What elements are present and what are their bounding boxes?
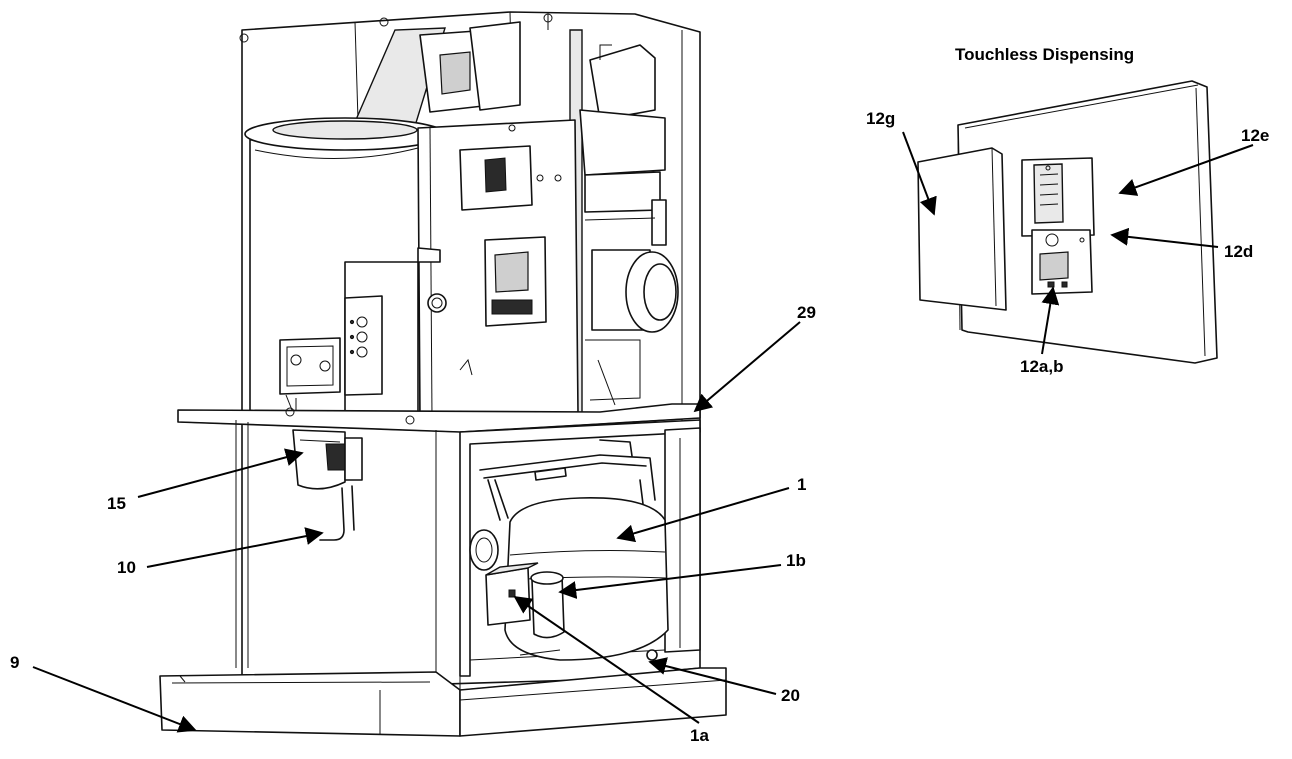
callout-9: 9 [10,653,19,672]
callout-12ab: 12a,b [1020,357,1063,376]
dispenser-machine-drawing [159,11,727,737]
start-capacitor [530,571,565,639]
arrow-12g [902,131,937,216]
arrow-1b [558,564,782,599]
callout-15: 15 [107,494,126,513]
dispense-lever [319,485,355,541]
control-box [417,119,579,419]
switch-panel [344,261,419,421]
mounting-foot [646,649,658,661]
arrow-12ab [1041,286,1060,355]
callout-12e: 12e [1241,126,1269,145]
arrow-10 [146,527,324,568]
arrow-12d [1110,227,1219,248]
arrow-1a [513,595,700,724]
callout-labels: 12g 12e 12d 12a,b 29 1 1b 15 10 9 20 1a [10,109,1269,745]
callout-10: 10 [117,558,136,577]
callout-1a: 1a [690,726,709,745]
callout-12d: 12d [1224,242,1253,261]
dispense-chute [292,429,363,490]
cover-12g [917,147,1007,311]
arrow-12e [1118,144,1254,196]
arrow-9 [32,666,197,733]
callout-29: 29 [797,303,816,322]
arrow-29 [693,321,801,413]
touchless-panel-drawing [917,80,1218,364]
arrow-1 [616,487,790,543]
arrow-15 [137,448,304,498]
callout-1: 1 [797,475,806,494]
callout-12g: 12g [866,109,895,128]
fan-motor [584,171,679,406]
leader-arrows [32,131,1254,733]
drip-tray-base [159,667,727,737]
mount-plate [279,337,341,395]
inset-title: Touchless Dispensing [955,45,1134,64]
arrow-20 [648,657,777,695]
callout-1b: 1b [786,551,806,570]
callout-20: 20 [781,686,800,705]
